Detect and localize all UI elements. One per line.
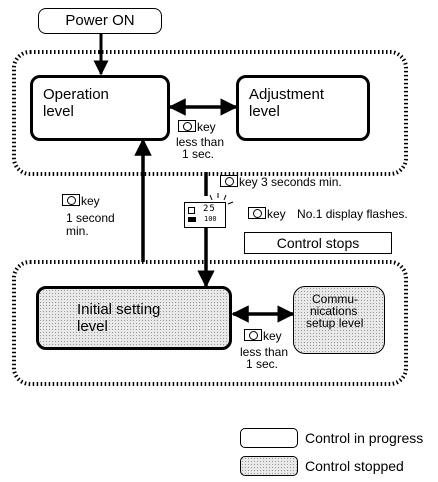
operation-level-label-1: Operation [43,86,109,103]
key-icon [62,194,80,206]
communications-setup-level-box: Commu- nications setup level [293,286,385,354]
key-word: key [267,207,286,221]
initial-setting-label-1: Initial setting [77,301,161,318]
display-digits: 25 [203,204,216,214]
key-1-second-key: key [62,194,100,208]
less-than-top-line2: 1 sec. [182,147,215,161]
power-on-label: Power ON [65,12,135,29]
key-icon [248,207,266,219]
operation-level-box: Operation level [30,75,170,141]
less-than-bottom: less than 1 sec. [240,346,288,370]
bottom-group-frame [12,260,408,386]
key-word: key [81,194,100,208]
operation-level-label-2: level [43,103,74,120]
legend-label-in-progress: Control in progress [305,430,424,446]
less-than-top-line1: less than [176,135,225,149]
key-label-bottom: key [244,329,282,343]
key-icon [244,329,262,341]
less-than-bottom-line1: less than [240,345,289,359]
control-stops-box: Control stops [244,232,392,254]
display-flashes-text: No.1 display flashes. [297,207,408,221]
adjustment-level-label-1: Adjustment [249,86,325,103]
comm-label-1: Commu- [312,292,359,306]
adjustment-level-box: Adjustment level [236,75,370,141]
power-on-box: Power ON [38,8,162,34]
display-flashes-label: key No.1 display flashes. [248,207,408,221]
comm-label-2: nications [310,304,358,318]
key-word: key [263,329,282,343]
key-label-top: key [178,120,216,134]
key-1-second-text: 1 second min. [66,212,115,238]
one-second-line2: min. [66,224,89,238]
one-second-line1: 1 second [66,211,115,225]
comm-label-3: setup level [306,316,364,330]
legend-label-stopped: Control stopped [305,458,404,474]
initial-setting-label-2: level [77,318,108,335]
legend-swatch-in-progress [240,428,298,448]
key-icon [178,120,196,132]
display-subdigits: 100 [204,215,217,223]
top-group-frame [12,50,408,176]
controller-display-icon: 25 100 [184,202,226,228]
control-stops-label: Control stops [276,235,360,251]
initial-setting-level-box: Initial setting level [36,286,232,350]
key-icon [220,175,238,187]
less-than-bottom-line2: 1 sec. [246,357,279,371]
legend-swatch-stopped [240,456,298,476]
key-word: key [197,120,216,134]
key-3-seconds-label: key 3 seconds min. [220,175,342,189]
key-3-seconds-text: key 3 seconds min. [239,175,342,189]
flash-rays [209,193,234,205]
adjustment-level-label-2: level [249,103,280,120]
less-than-top: less than 1 sec. [176,136,224,160]
